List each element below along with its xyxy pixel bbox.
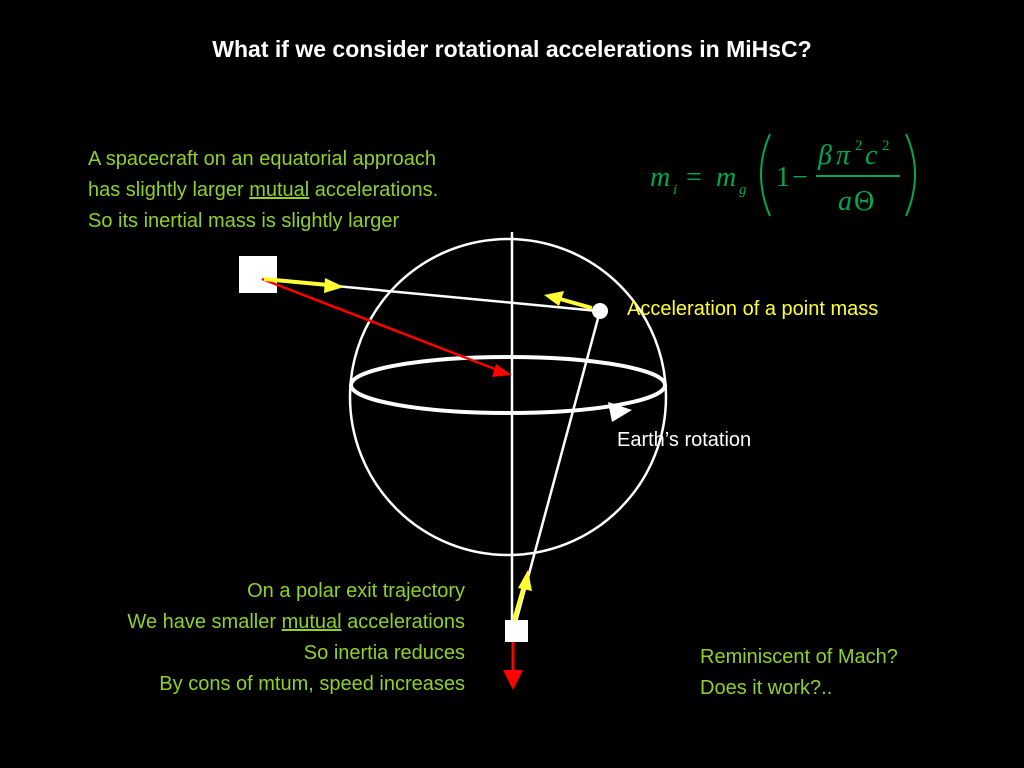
spacecraft-text-line2-pre: has slightly larger [88,179,250,201]
formula-a: a [838,186,852,217]
yellow-arrowhead-spacecraft-icon [324,278,344,293]
polar-text: On a polar exit trajectory We have small… [127,576,465,700]
formula-mg-sub: g [739,182,747,198]
spacecraft-equatorial [239,256,277,293]
formula-pi-exp: 2 [855,138,863,154]
yellow-arrowhead-point-icon [544,291,564,306]
earth-sphere [348,237,668,557]
mach-text-line2: Does it work?.. [700,677,833,699]
formula-lhs-sub: i [673,182,677,198]
mach-text: Reminiscent of Mach? Does it work?.. [700,642,898,704]
mach-text-line1: Reminiscent of Mach? [700,646,898,668]
polar-text-line2-post: accelerations [341,611,465,633]
formula-beta: β [817,140,832,171]
polar-text-line2-pre: We have smaller [127,611,282,633]
point-mass-label: Acceleration of a point mass [627,298,879,320]
spacecraft-text-line2-post: accelerations. [309,179,439,201]
point-mass [592,303,608,319]
mihsc-formula: m i = m g 1 − β π 2 c 2 a Θ [650,133,916,217]
spacecraft-text: A spacecraft on an equatorial approach h… [88,144,438,237]
polar-text-line3: So inertia reduces [303,642,465,664]
polar-text-line4: By cons of mtum, speed increases [159,673,465,695]
slide-title: What if we consider rotational accelerat… [212,36,812,62]
red-arrowhead-icon [492,364,512,377]
spacecraft-polar [505,620,528,642]
formula-minus: − [792,162,808,193]
equator-ellipse [349,355,667,415]
polar-text-line2: We have smaller mutual accelerations [127,607,465,638]
yellow-arrow-polar [512,585,526,621]
formula-c: c [865,140,878,171]
formula-eq: = [686,162,702,193]
formula-lhs: m [650,162,670,193]
spacecraft-text-line3: So its inertial mass is slightly larger [88,210,400,232]
formula-left-paren [760,133,771,217]
formula-theta: Θ [854,186,874,217]
yellow-arrow-point-mass [559,297,593,310]
polar-text-mutual: mutual [281,611,342,633]
yellow-arrowhead-polar-icon [518,570,532,591]
rotation-arrow-icon [608,402,632,422]
formula-c-exp: 2 [882,138,890,154]
yellow-arrow-spacecraft [263,277,329,287]
red-arrowhead-polar-icon [503,670,523,690]
spacecraft-text-line2: has slightly larger mutual accelerations… [88,175,438,206]
formula-mg: m [716,162,736,193]
point-to-polar-line [514,310,602,623]
polar-text-line1: On a polar exit trajectory [247,580,465,602]
rotation-label: Earth’s rotation [617,429,752,451]
spacecraft-text-mutual: mutual [249,179,310,201]
formula-one: 1 [776,162,790,193]
red-arrow-gravity [261,277,501,373]
spacecraft-text-line1: A spacecraft on an equatorial approach [88,148,437,170]
formula-right-paren [905,133,916,217]
formula-pi: π [836,140,851,171]
